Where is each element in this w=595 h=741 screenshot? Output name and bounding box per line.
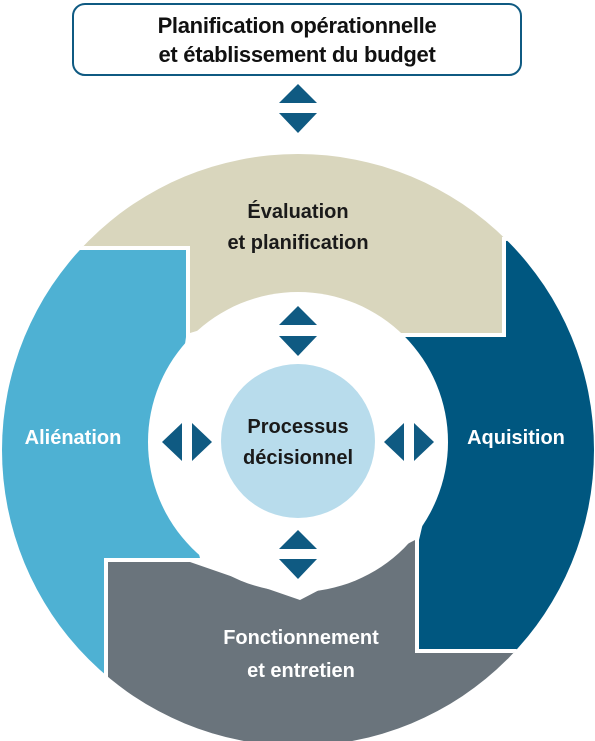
- operations-label-line1: Fonctionnement: [223, 627, 379, 649]
- operations-label-line2: et entretien: [247, 660, 355, 682]
- operational-planning-box: Planification opérationnelle et établiss…: [72, 3, 522, 76]
- segment-acquisition: [403, 240, 594, 650]
- operational-planning-line2: et établissement du budget: [158, 41, 436, 67]
- left-right-arrows-icon: [384, 423, 434, 461]
- up-down-arrows-icon: [279, 84, 317, 133]
- up-down-arrows-icon: [279, 306, 317, 356]
- center-circle: [221, 364, 375, 518]
- evaluation-label-line2: et planification: [227, 232, 368, 254]
- disposal-label: Aliénation: [25, 427, 122, 449]
- up-down-arrows-icon: [279, 530, 317, 579]
- acquisition-label: Aquisition: [467, 427, 565, 449]
- center-label-line1: Processus: [247, 416, 348, 438]
- operational-planning-line1: Planification opérationnelle: [157, 12, 437, 38]
- evaluation-label-line1: Évaluation: [247, 200, 348, 223]
- center-label-line2: décisionnel: [243, 447, 353, 469]
- left-right-arrows-icon: [162, 423, 212, 461]
